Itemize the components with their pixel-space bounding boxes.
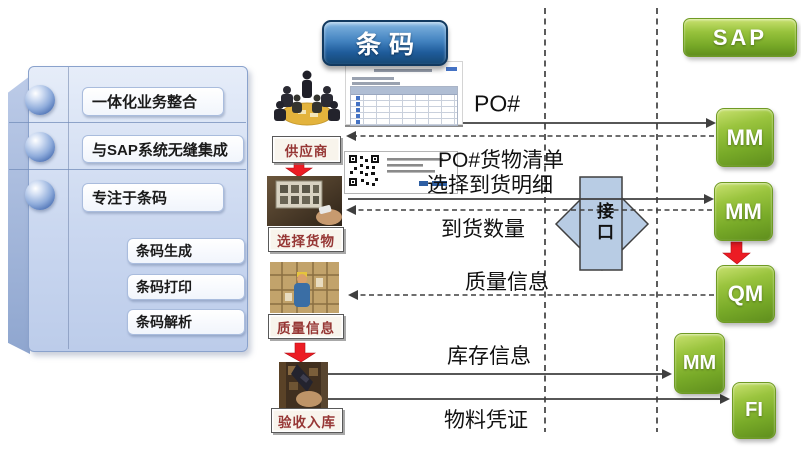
doc-text-line <box>352 82 400 85</box>
lane-divider-dashed-lines <box>544 8 658 432</box>
feature-panel-fold-line <box>68 67 69 349</box>
sap-module-mm-3: MM <box>674 333 725 394</box>
feature-panel-divider <box>9 169 246 170</box>
qr-code-label <box>344 151 458 194</box>
doc-text-line <box>352 77 394 80</box>
sap-module-mm-2: MM <box>714 182 773 241</box>
flow-label-arrival-qty: 到货数量 <box>441 218 525 241</box>
bullet-sphere <box>25 180 55 210</box>
flow-label-select-arrival-detail: 选择到货明细 <box>427 174 553 197</box>
interface-node-label: 接口 <box>594 202 613 244</box>
sap-module-mm-1: MM <box>716 108 774 167</box>
doc-table-row <box>351 113 457 119</box>
feature-sub-item-barcode-print: 条码打印 <box>127 274 245 300</box>
sap-module-fi: FI <box>732 382 776 439</box>
doc-table-header <box>351 87 457 95</box>
feature-item-barcode-focus: 专注于条码 <box>82 183 224 212</box>
step-label-receive-stock: 验收入库 <box>271 408 343 433</box>
quality-check-photo <box>270 262 339 313</box>
select-goods-photo <box>267 176 342 226</box>
doc-link-chip <box>446 67 457 71</box>
doc-table <box>350 86 458 126</box>
po-document-thumbnail <box>345 61 463 126</box>
feature-item-integration: 一体化业务整合 <box>82 87 224 116</box>
feature-sub-item-barcode-parse: 条码解析 <box>127 309 245 335</box>
flow-label-quality-info: 质量信息 <box>465 271 549 294</box>
dashed-flow-arrows <box>346 131 714 300</box>
barcode-column-header: 条码 <box>322 20 448 66</box>
sap-module-qm: QM <box>716 265 775 323</box>
interface-quad-shape <box>554 176 650 272</box>
qr-code-graphic <box>349 155 447 186</box>
sap-column-header: SAP <box>683 18 797 57</box>
doc-table-row <box>351 95 457 101</box>
step-label-select-goods: 选择货物 <box>268 227 344 252</box>
step-label-quality-info: 质量信息 <box>268 314 344 339</box>
feature-panel-divider <box>9 122 246 123</box>
receiving-scan-photo <box>279 362 328 408</box>
feature-sub-item-barcode-generate: 条码生成 <box>127 238 245 264</box>
doc-table-row <box>351 107 457 113</box>
bullet-sphere <box>25 132 55 162</box>
doc-table-row <box>351 119 457 125</box>
doc-table-row <box>351 101 457 107</box>
flow-label-po-goods-list: PO#货物清单 <box>437 149 565 172</box>
flow-label-stock-info: 库存信息 <box>447 345 531 368</box>
feature-panel-side-face <box>8 76 30 354</box>
bullet-sphere <box>25 85 55 115</box>
solid-flow-arrows <box>328 118 730 404</box>
flow-label-material-doc: 物料凭证 <box>444 409 528 432</box>
flow-label-po: PO# <box>473 90 521 117</box>
step-label-supplier: 供应商 <box>272 136 341 163</box>
feature-item-sap-seamless: 与SAP系统无缝集成 <box>82 135 244 163</box>
supplier-meeting-clipart <box>270 62 344 135</box>
doc-title-bar <box>374 69 432 72</box>
